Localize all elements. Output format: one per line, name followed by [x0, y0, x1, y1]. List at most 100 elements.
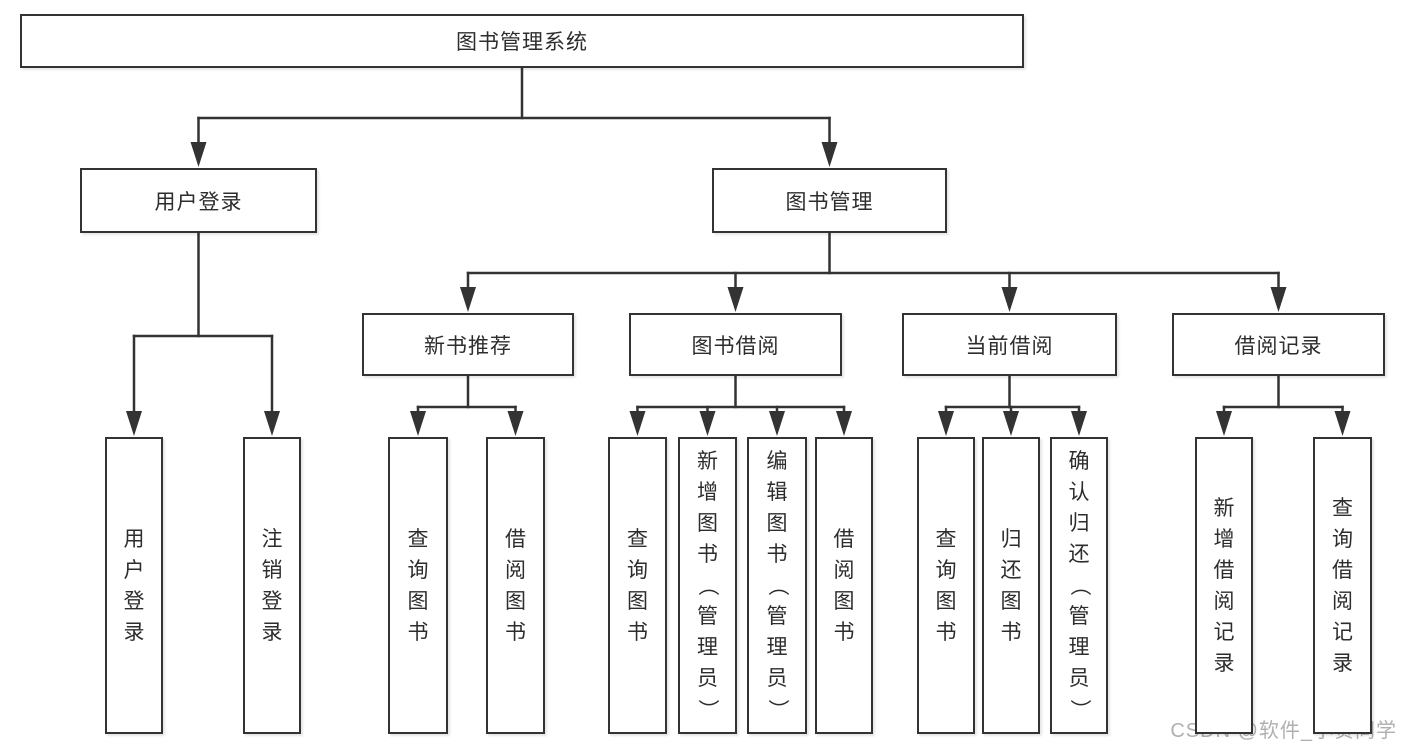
node-label-char: 员 [697, 667, 718, 690]
arrowhead-icon [507, 411, 524, 436]
node-label-char: 管 [766, 605, 788, 628]
node-label-char: 还 [1068, 543, 1090, 566]
node-label-char: 图 [505, 589, 526, 613]
node-label-char: 阅 [1332, 589, 1353, 613]
arrowhead-icon [629, 411, 646, 436]
node-label-char: 增 [697, 481, 718, 504]
node-label-char: 记 [1213, 620, 1235, 644]
node-label: 新书推荐 [424, 334, 512, 358]
node-label-char: （ [1067, 575, 1091, 596]
node-label: 图书借阅 [691, 334, 780, 358]
node-edit-books-admin: 编辑图书（管理员） [747, 437, 807, 734]
node-add-books-admin: 新增图书（管理员） [678, 437, 737, 734]
node-label-char: 用 [123, 527, 145, 551]
node-label-char: 图 [697, 512, 718, 535]
node-user-login: 用户登录 [80, 168, 317, 233]
node-label-char: 图 [833, 589, 855, 613]
node-label-char: 书 [407, 620, 429, 644]
arrowhead-icon [1334, 411, 1351, 436]
node-label-char: 销 [261, 558, 283, 582]
node-label-char: 查 [407, 527, 429, 551]
node-label-char: 录 [1213, 651, 1235, 675]
node-label: 当前借阅 [965, 334, 1054, 358]
node-label-char: 归 [1068, 512, 1090, 535]
node-label-char: 图 [766, 512, 788, 535]
node-label-char: 辑 [766, 481, 788, 504]
node-label-char: 图 [407, 589, 429, 613]
node-label-char: 书 [766, 543, 788, 566]
node-label-char: 理 [1068, 636, 1090, 659]
node-label-char: 录 [1332, 651, 1353, 675]
node-label-char: 阅 [505, 558, 526, 582]
arrowhead-icon [769, 411, 785, 436]
node-label-char: 户 [123, 558, 145, 582]
arrowhead-icon [460, 287, 476, 312]
node-label-char: 查 [627, 527, 648, 551]
node-borrowing-records: 借阅记录 [1172, 313, 1385, 376]
node-book-borrowing: 图书借阅 [629, 313, 842, 376]
node-user-login-action: 用户登录 [105, 437, 163, 734]
node-logout-action: 注销登录 [243, 437, 301, 734]
arrowhead-icon [1216, 411, 1232, 436]
node-label-char: （ [765, 575, 789, 596]
node-label-char: 书 [833, 620, 855, 644]
node-label-char: 理 [697, 636, 718, 659]
node-query-books-borrowing: 查询图书 [608, 437, 667, 734]
node-label-char: 编 [766, 450, 788, 473]
node-borrow-books-recommend: 借阅图书 [486, 437, 545, 734]
node-label-char: 管 [697, 605, 718, 628]
node-label-char: ） [765, 699, 789, 720]
arrowhead-icon [727, 287, 744, 312]
node-query-books-recommend: 查询图书 [388, 437, 448, 734]
node-label-char: 询 [935, 558, 957, 582]
node-label-char: 查 [1332, 496, 1353, 520]
arrowhead-icon [699, 411, 716, 436]
node-label-char: 书 [935, 620, 957, 644]
arrowhead-icon [126, 411, 142, 436]
node-label-char: 归 [1000, 527, 1022, 551]
node-label-char: 借 [505, 527, 526, 551]
node-label-char: 图 [935, 589, 957, 613]
node-label-char: 借 [1332, 558, 1353, 582]
node-label: 图书管理 [785, 190, 874, 214]
node-label-char: 登 [261, 589, 283, 613]
node-label: 借阅记录 [1234, 334, 1323, 358]
node-query-borrow-record: 查询借阅记录 [1313, 437, 1372, 734]
arrowhead-icon [836, 411, 852, 436]
node-confirm-return-admin: 确认归还（管理员） [1050, 437, 1108, 734]
node-root: 图书管理系统 [20, 14, 1024, 68]
node-label-char: 书 [627, 620, 648, 644]
node-label-char: 询 [627, 558, 648, 582]
node-new-book-recommend: 新书推荐 [362, 313, 574, 376]
node-query-books-current: 查询图书 [917, 437, 975, 734]
node-label-char: 注 [261, 527, 283, 551]
node-label-char: 询 [1332, 527, 1353, 551]
node-label-char: ） [1067, 699, 1091, 720]
node-label-char: 阅 [833, 558, 855, 582]
node-label-char: 图 [627, 589, 648, 613]
node-label-char: 员 [1068, 667, 1090, 690]
node-label-char: 新 [697, 450, 718, 473]
node-label-char: 录 [261, 620, 283, 644]
node-label-char: 录 [123, 620, 145, 644]
node-label-char: 询 [407, 558, 429, 582]
node-label-char: 图 [1000, 589, 1022, 613]
arrowhead-icon [1001, 287, 1018, 312]
node-label-char: 新 [1213, 496, 1235, 520]
node-label-char: ） [696, 699, 719, 720]
node-label: 用户登录 [154, 190, 243, 214]
arrowhead-icon [938, 411, 954, 436]
node-label-char: 还 [1000, 558, 1022, 582]
node-label-char: 登 [123, 589, 145, 613]
node-label-char: 借 [833, 527, 855, 551]
arrowhead-icon [410, 411, 426, 436]
arrowhead-icon [1003, 411, 1019, 436]
node-label-char: 书 [505, 620, 526, 644]
node-label-char: 阅 [1213, 589, 1235, 613]
node-label-char: 记 [1332, 620, 1353, 644]
node-add-borrow-record: 新增借阅记录 [1195, 437, 1253, 734]
node-label-char: 确 [1068, 450, 1090, 473]
arrowhead-icon [821, 142, 838, 167]
